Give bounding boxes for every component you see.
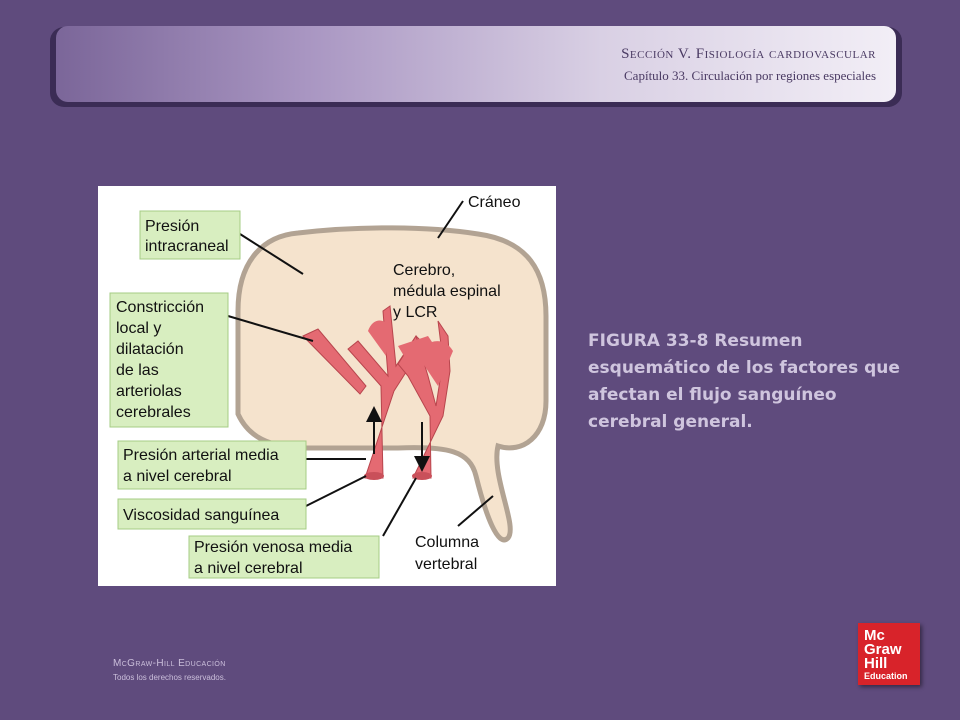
label-presion-intracraneal-2: intracraneal (145, 238, 229, 255)
label-constriccion-1: Constricción (116, 299, 204, 316)
header-banner: Sección V. Fisiología cardiovascular Cap… (56, 26, 896, 102)
label-cerebro-3: y LCR (393, 304, 437, 321)
footer-rights: Todos los derechos reservados. (113, 673, 226, 682)
label-box-presion-venosa (188, 535, 380, 579)
label-cerebro-2: médula espinal (393, 283, 501, 300)
svg-text:Cráneo: Cráneo (468, 194, 521, 211)
label-craneo: Cráneo (468, 194, 521, 211)
figure-caption: FIGURA 33-8 Resumen esquemático de los f… (588, 331, 900, 432)
label-presion-venosa-2: a nivel cerebral (194, 560, 303, 577)
logo-line-2: Graw (864, 641, 902, 658)
label-constriccion-4: de las (116, 362, 159, 379)
label-columna-1: Columna (415, 534, 479, 551)
cerebral-vessels (302, 305, 453, 480)
label-constriccion-6: cerebrales (116, 404, 191, 421)
label-constriccion-3: dilatación (116, 341, 184, 358)
logo-line-3: Hill (864, 655, 888, 672)
mcgraw-hill-logo: Mc Graw Hill Education (858, 623, 920, 685)
svg-text:Presión arterial media a: Presión arterial media a nivel cerebral (123, 447, 283, 485)
cerebral-flow-diagram: Presión intracraneal Constricción local … (109, 194, 549, 579)
label-presion-venosa-1: Presión venosa media (194, 539, 352, 556)
label-columna-2: vertebral (415, 556, 477, 573)
label-cerebro-1: Cerebro, (393, 262, 455, 279)
svg-text:Columna vertebral: Columna vertebral (415, 534, 483, 573)
label-presion-arterial-1: Presión arterial media (123, 447, 279, 464)
label-box-presion-intracraneal (139, 210, 241, 260)
svg-text:Viscosidad sanguínea: Viscosidad sanguínea (123, 507, 279, 524)
label-presion-arterial-2: a nivel cerebral (123, 468, 232, 485)
pointer-lines (227, 200, 494, 537)
label-constriccion-2: local y (116, 320, 161, 337)
label-box-constriccion (109, 292, 229, 428)
footer-brand: McGraw-Hill Educación (113, 658, 226, 669)
svg-text:Cerebro, médula espinal: Cerebro, médula espinal y LCR (393, 262, 505, 321)
section-title: Sección V. Fisiología cardiovascular (621, 46, 876, 62)
label-constriccion-5: arteriolas (116, 383, 182, 400)
label-box-viscosidad (117, 498, 307, 530)
logo-sub: Education (864, 671, 908, 681)
label-viscosidad: Viscosidad sanguínea (123, 507, 279, 524)
label-presion-intracraneal-1: Presión (145, 218, 199, 235)
figure-panel: Presión intracraneal Constricción local … (98, 186, 556, 586)
svg-text:Presión venosa media a n: Presión venosa media a nivel cerebral (194, 539, 357, 577)
chapter-title: Capítulo 33. Circulación por regiones es… (624, 68, 876, 83)
logo-line-1: Mc (864, 627, 885, 644)
svg-text:Constricción local y: Constricción local y dilatación de las a… (116, 299, 208, 421)
label-box-presion-arterial (117, 440, 307, 490)
svg-text:Presión intracraneal: Presión intracraneal (145, 218, 229, 255)
